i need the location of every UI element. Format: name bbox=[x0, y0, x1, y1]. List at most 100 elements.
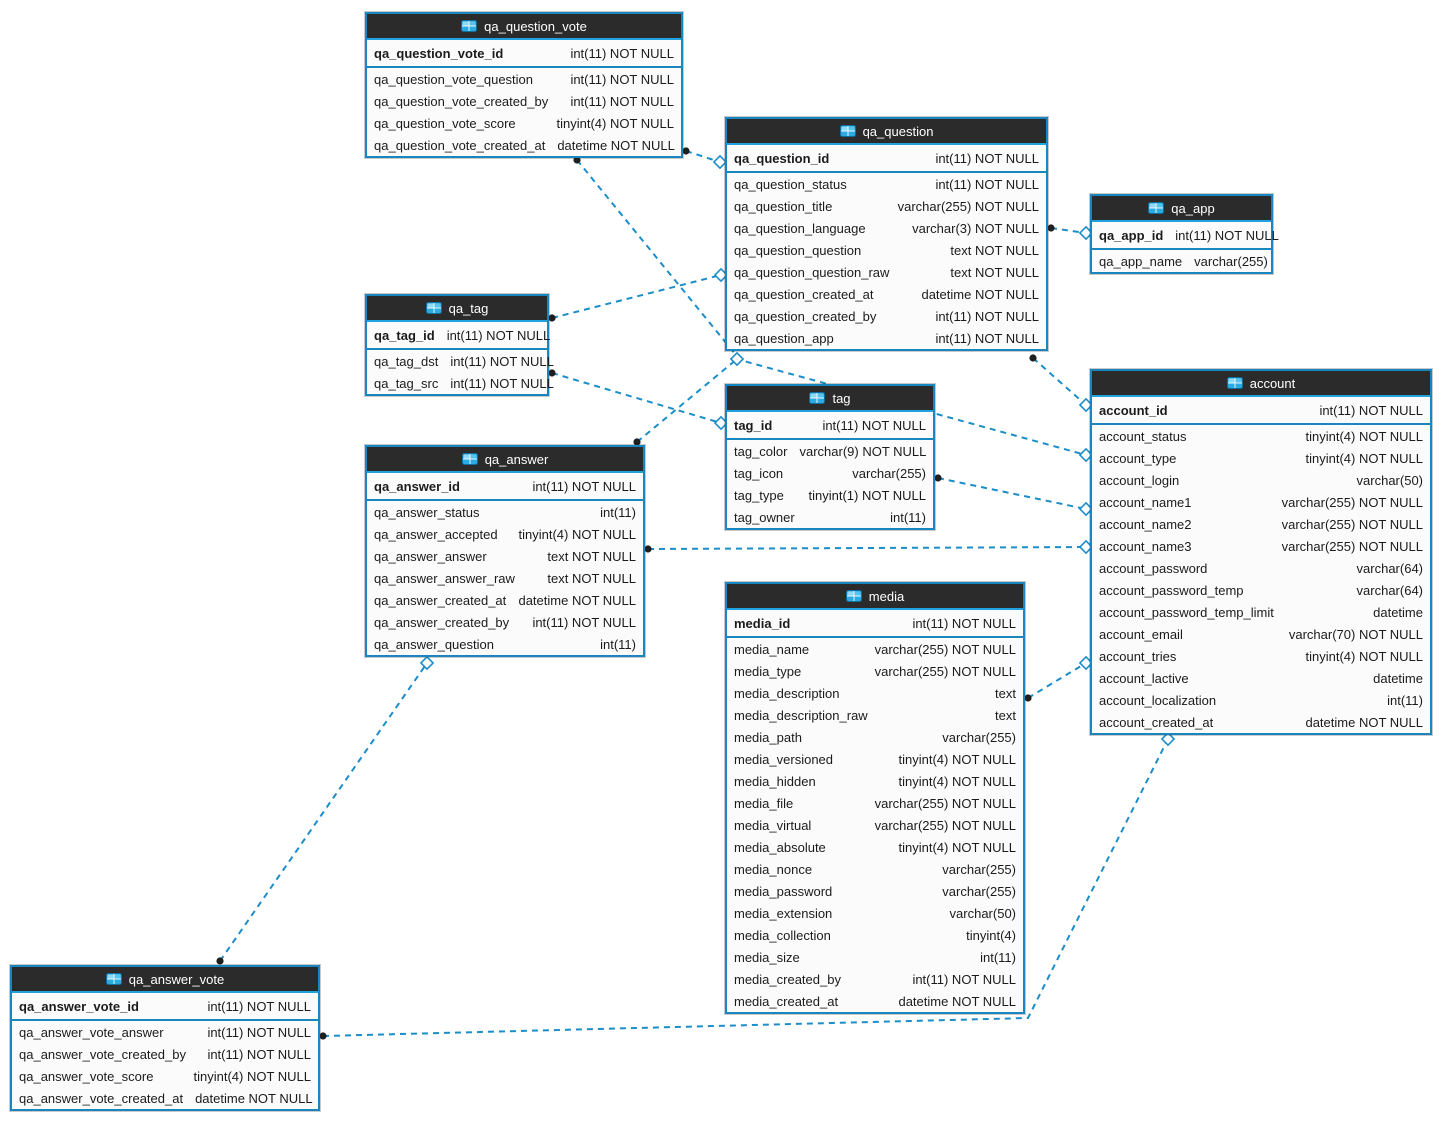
column-row[interactable]: qa_question_vote_question int(11) NOT NU… bbox=[367, 68, 681, 90]
table-header[interactable]: qa_tag bbox=[367, 296, 547, 322]
column-row[interactable]: media_file varchar(255) NOT NULL bbox=[727, 792, 1023, 814]
column-row[interactable]: qa_answer_question int(11) bbox=[367, 633, 643, 655]
column-row[interactable]: qa_question_created_by int(11) NOT NULL bbox=[727, 305, 1046, 327]
column-row[interactable]: tag_type tinyint(1) NOT NULL bbox=[727, 484, 933, 506]
column-row[interactable]: media_size int(11) bbox=[727, 946, 1023, 968]
table-header[interactable]: account bbox=[1092, 371, 1430, 397]
table-header[interactable]: tag bbox=[727, 386, 933, 412]
column-row[interactable]: account_lactive datetime bbox=[1092, 667, 1430, 689]
relationship-qa_question-qa_app[interactable] bbox=[1050, 227, 1087, 234]
table-qa_app[interactable]: qa_app qa_app_id int(11) NOT NULL qa_app… bbox=[1090, 194, 1279, 274]
column-row[interactable]: account_password varchar(64) bbox=[1092, 557, 1430, 579]
column-row[interactable]: qa_question_title varchar(255) NOT NULL bbox=[727, 195, 1046, 217]
column-row[interactable]: qa_app_id int(11) NOT NULL bbox=[1092, 222, 1279, 248]
column-row[interactable]: tag_color varchar(9) NOT NULL bbox=[727, 440, 933, 462]
table-header[interactable]: qa_answer bbox=[367, 447, 643, 473]
column-row[interactable]: qa_tag_src int(11) NOT NULL bbox=[367, 372, 554, 394]
column-row[interactable]: media_created_at datetime NOT NULL bbox=[727, 990, 1023, 1012]
table-qa_tag[interactable]: qa_tag qa_tag_id int(11) NOT NULL qa_tag… bbox=[365, 294, 554, 396]
table-qa_answer[interactable]: qa_answer qa_answer_id int(11) NOT NULL … bbox=[365, 445, 645, 657]
table-qa_question_vote[interactable]: qa_question_vote qa_question_vote_id int… bbox=[365, 12, 683, 158]
column-row[interactable]: media_description_raw text bbox=[727, 704, 1023, 726]
column-row[interactable]: qa_answer_accepted tinyint(4) NOT NULL bbox=[367, 523, 643, 545]
column-row[interactable]: tag_owner int(11) bbox=[727, 506, 933, 528]
column-row[interactable]: qa_question_vote_score tinyint(4) NOT NU… bbox=[367, 112, 681, 134]
relationship-qa_tag-qa_question[interactable] bbox=[551, 274, 722, 319]
column-row[interactable]: qa_answer_created_by int(11) NOT NULL bbox=[367, 611, 643, 633]
relationship-qa_question-account[interactable] bbox=[1032, 357, 1087, 406]
column-row[interactable]: media_nonce varchar(255) bbox=[727, 858, 1023, 880]
column-row[interactable]: media_versioned tinyint(4) NOT NULL bbox=[727, 748, 1023, 770]
column-row[interactable]: account_type tinyint(4) NOT NULL bbox=[1092, 447, 1430, 469]
relationship-media-account[interactable] bbox=[1027, 662, 1087, 699]
column-row[interactable]: media_extension varchar(50) bbox=[727, 902, 1023, 924]
table-account[interactable]: account account_id int(11) NOT NULL acco… bbox=[1090, 369, 1432, 735]
column-row[interactable]: media_name varchar(255) NOT NULL bbox=[727, 638, 1023, 660]
relationship-tag-account[interactable] bbox=[937, 477, 1087, 510]
column-row[interactable]: qa_question_question text NOT NULL bbox=[727, 239, 1046, 261]
column-row[interactable]: account_email varchar(70) NOT NULL bbox=[1092, 623, 1430, 645]
column-row[interactable]: qa_question_app int(11) NOT NULL bbox=[727, 327, 1046, 349]
column-row[interactable]: media_absolute tinyint(4) NOT NULL bbox=[727, 836, 1023, 858]
column-row[interactable]: media_id int(11) NOT NULL bbox=[727, 610, 1023, 636]
relationship-qa_tag-tag[interactable] bbox=[551, 372, 722, 424]
column-row[interactable]: account_name3 varchar(255) NOT NULL bbox=[1092, 535, 1430, 557]
column-row[interactable]: qa_answer_vote_answer int(11) NOT NULL bbox=[12, 1021, 318, 1043]
column-row[interactable]: media_collection tinyint(4) bbox=[727, 924, 1023, 946]
table-qa_answer_vote[interactable]: qa_answer_vote qa_answer_vote_id int(11)… bbox=[10, 965, 320, 1111]
table-media[interactable]: media media_id int(11) NOT NULL media_na… bbox=[725, 582, 1025, 1014]
relationship-qa_answer_vote-qa_answer[interactable] bbox=[219, 662, 428, 962]
column-row[interactable]: tag_icon varchar(255) bbox=[727, 462, 933, 484]
column-row[interactable]: qa_answer_vote_id int(11) NOT NULL bbox=[12, 993, 318, 1019]
column-row[interactable]: qa_answer_vote_created_by int(11) NOT NU… bbox=[12, 1043, 318, 1065]
column-type: int(11) bbox=[600, 636, 636, 652]
column-row[interactable]: account_localization int(11) bbox=[1092, 689, 1430, 711]
table-tag[interactable]: tag tag_id int(11) NOT NULL tag_color va… bbox=[725, 384, 935, 530]
relationship-qa_question_vote-qa_question[interactable] bbox=[685, 150, 721, 163]
column-row[interactable]: account_name2 varchar(255) NOT NULL bbox=[1092, 513, 1430, 535]
column-row[interactable]: qa_question_vote_id int(11) NOT NULL bbox=[367, 40, 681, 66]
column-row[interactable]: account_tries tinyint(4) NOT NULL bbox=[1092, 645, 1430, 667]
column-row[interactable]: media_description text bbox=[727, 682, 1023, 704]
relationship-qa_answer_vote-account[interactable] bbox=[322, 738, 1169, 1037]
column-row[interactable]: media_path varchar(255) bbox=[727, 726, 1023, 748]
table-header[interactable]: qa_app bbox=[1092, 196, 1271, 222]
column-row[interactable]: qa_tag_id int(11) NOT NULL bbox=[367, 322, 550, 348]
column-row[interactable]: account_login varchar(50) bbox=[1092, 469, 1430, 491]
table-header[interactable]: qa_question_vote bbox=[367, 14, 681, 40]
table-header[interactable]: qa_answer_vote bbox=[12, 967, 318, 993]
column-row[interactable]: qa_question_language varchar(3) NOT NULL bbox=[727, 217, 1046, 239]
column-row[interactable]: account_password_temp_limit datetime bbox=[1092, 601, 1430, 623]
column-row[interactable]: media_virtual varchar(255) NOT NULL bbox=[727, 814, 1023, 836]
relationship-qa_answer-account[interactable] bbox=[647, 546, 1087, 550]
column-row[interactable]: qa_question_created_at datetime NOT NULL bbox=[727, 283, 1046, 305]
column-row[interactable]: media_password varchar(255) bbox=[727, 880, 1023, 902]
table-qa_question[interactable]: qa_question qa_question_id int(11) NOT N… bbox=[725, 117, 1048, 351]
column-row[interactable]: qa_question_question_raw text NOT NULL bbox=[727, 261, 1046, 283]
column-row[interactable]: qa_question_vote_created_by int(11) NOT … bbox=[367, 90, 681, 112]
column-row[interactable]: qa_question_status int(11) NOT NULL bbox=[727, 173, 1046, 195]
column-row[interactable]: tag_id int(11) NOT NULL bbox=[727, 412, 933, 438]
column-row[interactable]: account_created_at datetime NOT NULL bbox=[1092, 711, 1430, 733]
column-row[interactable]: qa_answer_answer text NOT NULL bbox=[367, 545, 643, 567]
column-row[interactable]: account_status tinyint(4) NOT NULL bbox=[1092, 425, 1430, 447]
table-header[interactable]: qa_question bbox=[727, 119, 1046, 145]
column-row[interactable]: account_password_temp varchar(64) bbox=[1092, 579, 1430, 601]
column-row[interactable]: media_hidden tinyint(4) NOT NULL bbox=[727, 770, 1023, 792]
table-header[interactable]: media bbox=[727, 584, 1023, 610]
column-row[interactable]: media_type varchar(255) NOT NULL bbox=[727, 660, 1023, 682]
column-row[interactable]: qa_answer_vote_created_at datetime NOT N… bbox=[12, 1087, 318, 1109]
column-row[interactable]: qa_app_name varchar(255) bbox=[1092, 250, 1271, 272]
column-row[interactable]: qa_answer_id int(11) NOT NULL bbox=[367, 473, 643, 499]
column-row[interactable]: account_name1 varchar(255) NOT NULL bbox=[1092, 491, 1430, 513]
column-row[interactable]: qa_question_vote_created_at datetime NOT… bbox=[367, 134, 681, 156]
column-row[interactable]: media_created_by int(11) NOT NULL bbox=[727, 968, 1023, 990]
column-row[interactable]: qa_answer_status int(11) bbox=[367, 501, 643, 523]
column-row[interactable]: qa_answer_answer_raw text NOT NULL bbox=[367, 567, 643, 589]
column-row[interactable]: qa_tag_dst int(11) NOT NULL bbox=[367, 350, 554, 372]
column-row[interactable]: qa_question_id int(11) NOT NULL bbox=[727, 145, 1046, 171]
relationship-qa_answer-qa_question[interactable] bbox=[636, 358, 738, 443]
column-row[interactable]: account_id int(11) NOT NULL bbox=[1092, 397, 1430, 423]
column-row[interactable]: qa_answer_created_at datetime NOT NULL bbox=[367, 589, 643, 611]
column-row[interactable]: qa_answer_vote_score tinyint(4) NOT NULL bbox=[12, 1065, 318, 1087]
